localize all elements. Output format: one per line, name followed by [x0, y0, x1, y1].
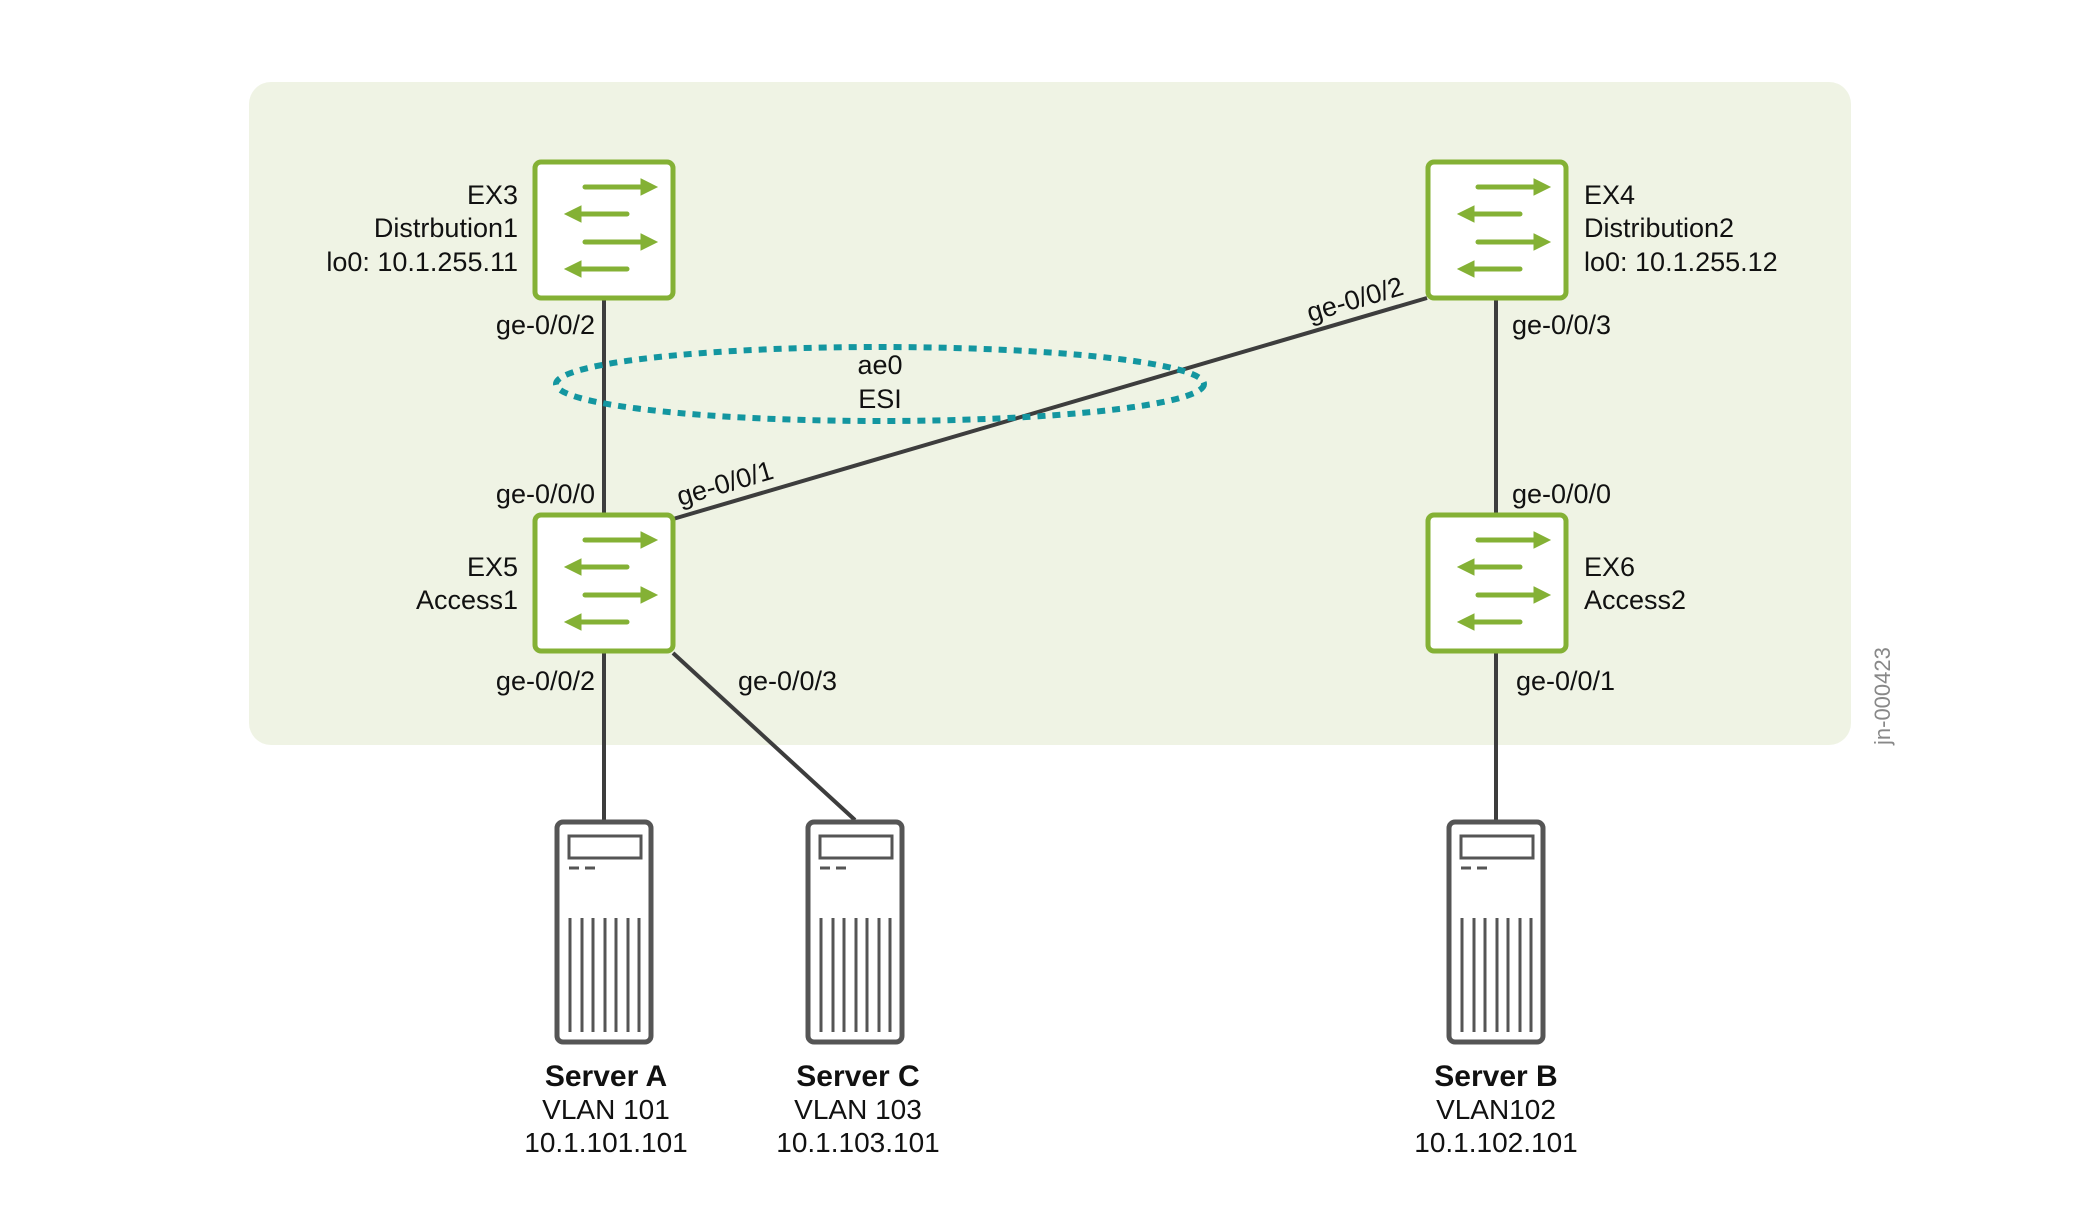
switch-ex5-role: Access1: [416, 585, 518, 615]
switch-ex6[interactable]: [1425, 512, 1569, 654]
switch-ex5-name: EX5: [467, 552, 518, 582]
switch-ex4-name: EX4: [1584, 180, 1635, 210]
switch-ex5-label: EX5 Access1: [416, 552, 518, 615]
server-a-ip: 10.1.101.101: [524, 1127, 688, 1158]
server-b-label: Server B VLAN102 10.1.102.101: [1414, 1060, 1578, 1158]
switch-ex4[interactable]: [1425, 159, 1569, 301]
server-icon: [554, 819, 654, 1045]
switch-ex3-name: EX3: [467, 180, 518, 210]
switch-ex3[interactable]: [532, 159, 676, 301]
port-label-ex4-ge-0-0-3: ge-0/0/3: [1512, 310, 1611, 340]
server-b-ip: 10.1.102.101: [1414, 1127, 1578, 1158]
server-c-ip: 10.1.103.101: [776, 1127, 940, 1158]
port-label-ex6-ge-0-0-1: ge-0/0/1: [1516, 666, 1615, 696]
switch-ex6-label: EX6 Access2: [1584, 552, 1686, 615]
server-c-name: Server C: [796, 1060, 919, 1093]
esi-label-ae0: ae0: [857, 350, 902, 380]
server-b-vlan: VLAN102: [1436, 1094, 1556, 1125]
switch-ex3-loopback: lo0: 10.1.255.11: [326, 247, 518, 277]
esi-ring: [553, 344, 1207, 424]
switch-ex3-box: [532, 159, 676, 301]
port-label-ex6-ge-0-0-0: ge-0/0/0: [1512, 479, 1611, 509]
server-c-vlan: VLAN 103: [794, 1094, 922, 1125]
switch-ex6-name: EX6: [1584, 552, 1635, 582]
port-label-ex5-ge-0-0-2: ge-0/0/2: [496, 666, 595, 696]
port-label-ex5-ge-0-0-3: ge-0/0/3: [738, 666, 837, 696]
switch-ex6-box: [1425, 512, 1569, 654]
switch-ex5[interactable]: [532, 512, 676, 654]
links: [602, 296, 1498, 822]
port-label-ex5-ge-0-0-0: ge-0/0/0: [496, 479, 595, 509]
server-a[interactable]: [554, 819, 654, 1045]
switch-ex4-role: Distribution2: [1584, 213, 1734, 243]
switch-ex4-loopback: lo0: 10.1.255.12: [1584, 247, 1778, 277]
server-b-name: Server B: [1434, 1060, 1557, 1093]
figure-id: jn-000423: [1870, 647, 1895, 746]
server-icon: [1446, 819, 1546, 1045]
server-b[interactable]: [1446, 819, 1546, 1045]
server-c-label: Server C VLAN 103 10.1.103.101: [776, 1060, 940, 1158]
switch-ex6-role: Access2: [1584, 585, 1686, 615]
switch-ex3-label: EX3 Distrbution1 lo0: 10.1.255.11: [326, 180, 518, 277]
port-label-ex3-ge-0-0-2: ge-0/0/2: [496, 310, 595, 340]
switch-ex4-label: EX4 Distribution2 lo0: 10.1.255.12: [1584, 180, 1778, 277]
esi-label-esi: ESI: [858, 384, 902, 414]
switch-ex5-box: [532, 512, 676, 654]
server-icon: [805, 819, 905, 1045]
switch-ex4-box: [1425, 159, 1569, 301]
server-c[interactable]: [805, 819, 905, 1045]
link-ex5-server-c: [671, 651, 857, 822]
server-a-name: Server A: [545, 1060, 667, 1093]
server-a-label: Server A VLAN 101 10.1.101.101: [524, 1060, 688, 1158]
server-a-vlan: VLAN 101: [542, 1094, 670, 1125]
link-ex4-ex5: [672, 296, 1428, 521]
switch-ex3-role: Distrbution1: [374, 213, 518, 243]
